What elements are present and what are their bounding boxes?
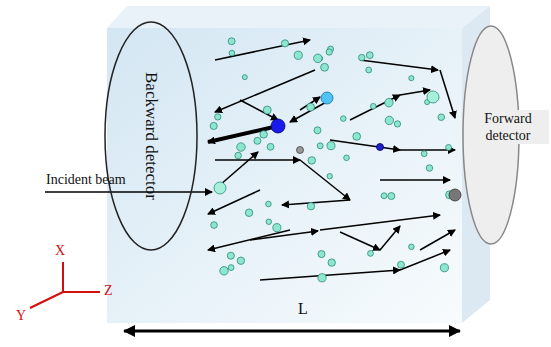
particle	[409, 76, 414, 81]
particle	[449, 189, 461, 201]
beam-label: Incident beam	[46, 172, 126, 188]
scatter-arrow	[220, 152, 258, 185]
particle	[229, 50, 235, 56]
particle	[294, 51, 302, 59]
scattering-paths	[208, 38, 461, 282]
particle	[237, 257, 244, 264]
particle	[214, 182, 226, 194]
particle	[409, 244, 415, 250]
particle	[314, 127, 321, 134]
particle	[397, 261, 404, 268]
particle	[215, 114, 221, 120]
particle	[426, 165, 433, 172]
particle	[266, 219, 271, 224]
particle	[381, 193, 387, 199]
particle	[370, 103, 376, 109]
particle	[228, 38, 235, 45]
scatter-arrow	[240, 100, 278, 120]
particle	[210, 122, 217, 129]
particle	[307, 103, 315, 111]
scatter-arrow	[208, 126, 278, 142]
particle	[242, 75, 247, 80]
particle	[263, 106, 271, 114]
particle	[267, 143, 274, 150]
particle	[421, 151, 427, 157]
scatter-arrow	[380, 226, 400, 250]
dimension-label: L	[298, 300, 308, 318]
detector-ellipse: Forward detector	[462, 24, 548, 246]
particle	[266, 201, 272, 207]
particle	[440, 264, 448, 272]
particle	[394, 121, 400, 127]
scatter-arrow	[350, 95, 400, 120]
particle	[297, 147, 304, 154]
scatter-arrow	[208, 230, 290, 250]
scatter-arrow	[250, 231, 318, 240]
detector-ellipse: Backward detector	[103, 20, 199, 252]
particle	[317, 143, 323, 149]
detector-label: Forward detector	[467, 110, 549, 144]
particle	[368, 250, 374, 256]
medium-front-face	[107, 28, 462, 323]
particle	[366, 52, 373, 59]
particle	[318, 274, 326, 282]
particle	[321, 63, 329, 71]
axis-label: Y	[16, 308, 26, 324]
particle	[353, 133, 361, 141]
particle	[388, 193, 395, 200]
particle	[228, 265, 234, 271]
particle	[245, 209, 253, 217]
particle	[359, 54, 365, 60]
scatter-arrow	[360, 60, 438, 70]
particle	[328, 259, 335, 266]
scatter-arrow	[400, 90, 430, 95]
particle	[314, 54, 323, 63]
particle	[366, 67, 372, 73]
length-dimension	[124, 330, 460, 333]
scatter-arrow	[260, 270, 400, 280]
particle	[326, 49, 332, 55]
particle	[327, 142, 335, 150]
particle	[427, 91, 439, 103]
particle	[254, 137, 261, 144]
particle	[438, 114, 445, 121]
incident-beam-arrow	[45, 192, 212, 193]
scatter-arrow	[282, 200, 350, 205]
particle	[308, 157, 316, 165]
axis-label: Z	[104, 283, 113, 299]
medium-top-face	[107, 6, 490, 28]
scatter-arrow	[215, 70, 315, 112]
scatter-arrow	[300, 160, 350, 200]
particle	[211, 222, 218, 229]
particle	[385, 98, 393, 106]
particle	[220, 267, 228, 275]
particle	[341, 116, 347, 122]
scatter-arrow	[340, 232, 380, 250]
particle	[235, 152, 241, 158]
scatter-arrow	[380, 179, 450, 181]
particle	[281, 40, 288, 47]
particle	[271, 119, 285, 133]
particle	[318, 251, 325, 258]
particle	[260, 131, 267, 138]
scatter-arrow	[440, 70, 455, 118]
scatter-arrow	[330, 140, 400, 150]
particle	[377, 144, 384, 151]
particle	[227, 252, 234, 259]
scatter-arrow	[320, 215, 440, 230]
scatter-arrow	[215, 159, 300, 161]
particle	[321, 92, 333, 104]
scatter-arrow	[420, 230, 455, 250]
particle	[327, 173, 332, 178]
particle	[307, 203, 314, 210]
axis-label: X	[55, 243, 65, 259]
detector-label: Backward detector	[131, 36, 171, 236]
particle	[446, 144, 452, 150]
particle	[344, 155, 350, 161]
particle	[237, 143, 245, 151]
particle	[273, 224, 281, 232]
axes	[30, 262, 100, 308]
particle	[385, 116, 393, 124]
